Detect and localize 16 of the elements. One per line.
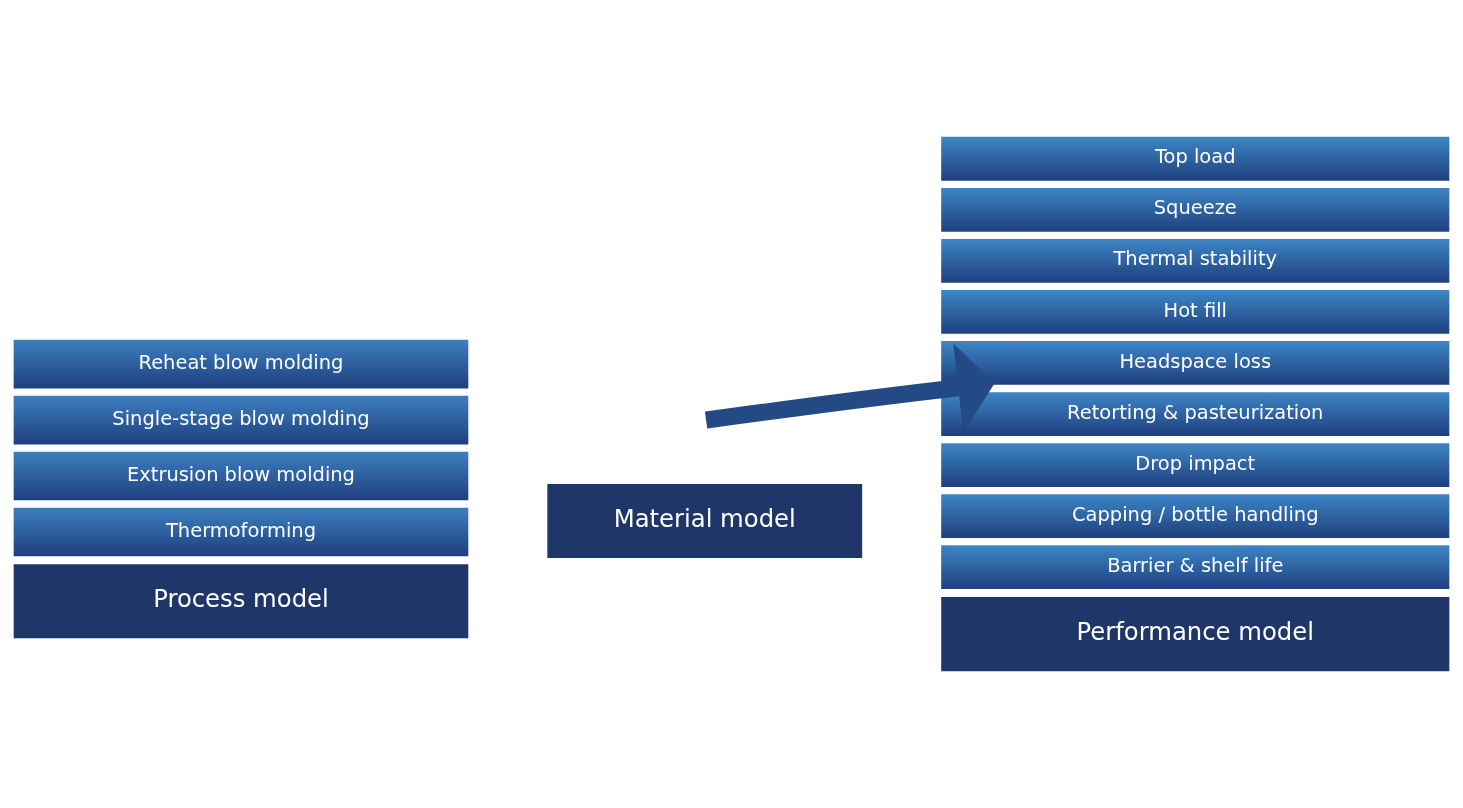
node-box: Reheat blow molding bbox=[13, 339, 469, 389]
node-box: Process model bbox=[13, 564, 469, 639]
node-box: Single-stage blow molding bbox=[13, 395, 469, 445]
node-box: Hot fill bbox=[941, 290, 1450, 334]
node-box: Performance model bbox=[941, 597, 1450, 672]
node-box: Thermal stability bbox=[941, 239, 1450, 283]
node-box: Squeeze bbox=[941, 187, 1450, 232]
node-box: Headspace loss bbox=[941, 341, 1450, 385]
node-box: Drop impact bbox=[941, 443, 1450, 487]
node-box: Capping / bottle handling bbox=[941, 494, 1450, 538]
node-box: Thermoforming bbox=[13, 507, 469, 557]
node-box: Barrier & shelf life bbox=[941, 545, 1450, 590]
node-box: Top load bbox=[941, 136, 1450, 181]
node-box: Extrusion blow molding bbox=[13, 451, 469, 501]
node-box: Material model bbox=[547, 483, 863, 559]
node-box: Retorting & pasteurization bbox=[941, 392, 1450, 436]
